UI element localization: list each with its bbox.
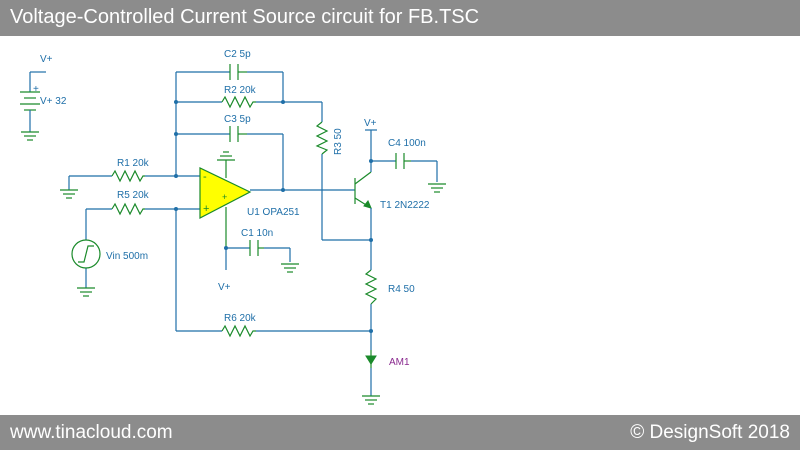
transistor-t1[interactable] [354,171,372,209]
battery-label: V+ 32 [40,96,67,107]
opamp-vplus-label: V+ [218,282,231,293]
r5-label: R5 20k [117,190,150,201]
opamp-label: U1 OPA251 [247,207,300,218]
r4-label: R4 50 [388,284,415,295]
c4-label: C4 100n [388,138,426,149]
r2-label: R2 20k [224,85,257,96]
r6-label: R6 20k [224,313,257,324]
battery-plus-sign: + [33,84,39,95]
opamp-u1[interactable] [199,160,252,248]
resistor-r1[interactable] [111,169,145,183]
junction-nodes [174,100,373,333]
title-bar: Voltage-Controlled Current Source circui… [0,0,800,36]
battery-supply[interactable] [20,71,46,141]
copyright-text: © DesignSoft 2018 [630,422,790,443]
input-wiring [68,175,200,331]
circuit-schematic: V+ + V+ 32 C2 5p R2 20k C3 5p R3 50 [20,49,446,405]
transistor-label: T1 2N2222 [380,200,430,211]
opamp-supply-wiring [225,247,291,270]
opamp-plus-top: + [222,192,227,202]
capacitor-c1[interactable] [249,240,264,256]
feedback-network [175,71,323,240]
r1-label: R1 20k [117,158,150,169]
capacitor-c3[interactable] [229,126,247,142]
ground-opamp-top [217,151,235,161]
vin-source[interactable] [71,239,101,269]
ground-r1 [60,189,78,199]
transistor-vplus-label: V+ [364,118,377,129]
website-link[interactable]: www.tinacloud.com [10,422,173,443]
resistor-r5[interactable] [111,202,145,216]
resistor-r2[interactable] [221,95,256,109]
vin-label: Vin 500m [106,251,148,262]
ground-c1 [281,263,299,273]
ammeter-am1[interactable] [365,350,377,368]
ground-c4 [428,183,446,193]
opamp-minus-sign: - [203,171,207,183]
resistor-r4[interactable] [364,269,378,305]
c3-label: C3 5p [224,114,251,125]
footer-bar: www.tinacloud.com © DesignSoft 2018 [0,415,800,450]
battery-vplus-label: V+ [40,54,53,65]
ground-am1 [362,395,380,405]
resistor-r3[interactable] [315,121,329,155]
capacitor-c4[interactable] [395,153,411,169]
ammeter-label: AM1 [389,357,410,368]
page-title: Voltage-Controlled Current Source circui… [10,6,480,28]
ground-vin [77,287,95,297]
opamp-plus-sign: + [203,203,209,215]
emitter-wiring [176,208,372,396]
c1-label: C1 10n [241,228,273,239]
r3-label: R3 50 [333,128,344,155]
c2-label: C2 5p [224,49,251,60]
capacitor-c2[interactable] [229,64,247,80]
collector-wiring [365,129,438,182]
resistor-r6[interactable] [221,324,256,338]
